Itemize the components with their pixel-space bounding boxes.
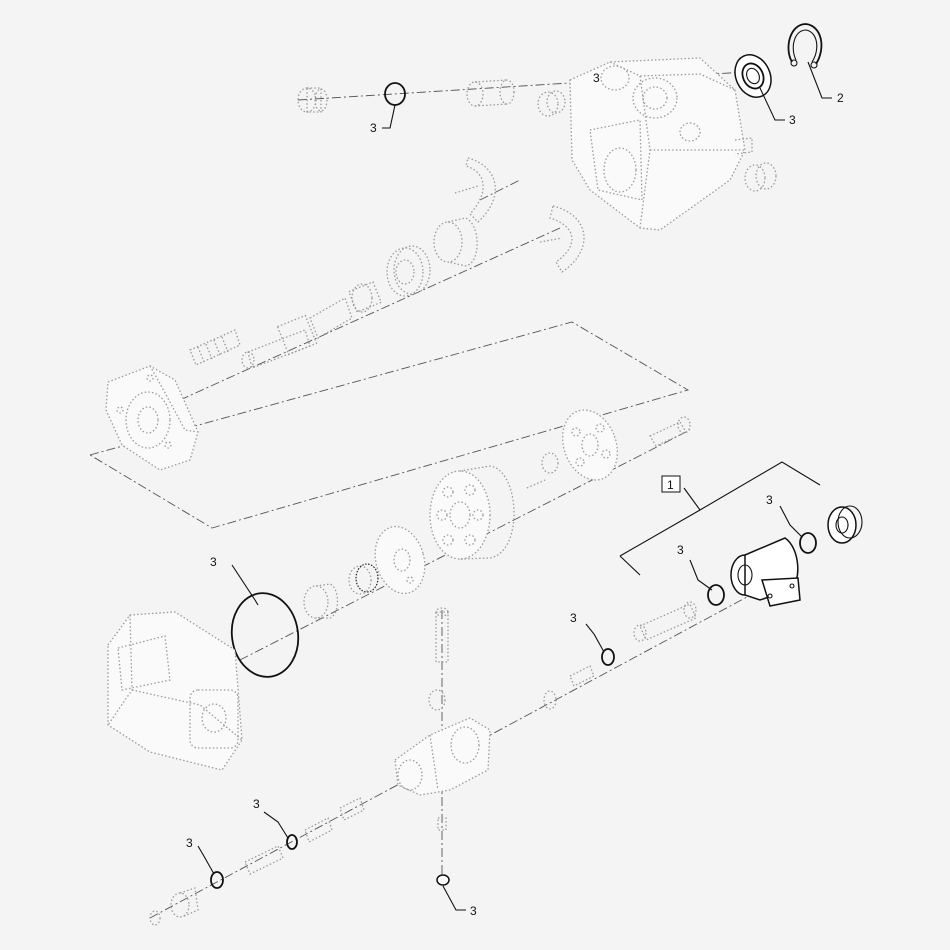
small-washer-middle [541, 452, 559, 474]
small-fitting-top-left [297, 87, 328, 113]
bolt-middle [649, 416, 691, 447]
front-flange-cover [105, 365, 199, 471]
callout-labels: 3 3 2 1 3 3 3 3 3 3 3 3 [186, 71, 844, 918]
callout-leaders [197, 61, 832, 911]
roller-bearing [386, 245, 431, 297]
callout-label: 3 [593, 71, 600, 85]
bushing-middle [303, 583, 339, 619]
valve-plate-disc [561, 409, 619, 481]
cylinder-block [429, 465, 515, 560]
callout-label: 3 [470, 904, 477, 918]
control-valve-body [394, 717, 491, 796]
callout-label: 3 [370, 121, 377, 135]
fitting-lower [244, 845, 284, 875]
valve-body-solenoid [730, 537, 801, 607]
callout-label: 3 [210, 555, 217, 569]
shaft-seal [734, 54, 772, 98]
small-gear-top [537, 90, 566, 117]
o-ring-bottom [436, 874, 450, 886]
rear-housing-block [107, 611, 243, 771]
callout-label: 3 [766, 493, 773, 507]
middle-parts-group [107, 409, 691, 771]
upper-parts-group [105, 23, 823, 471]
bearing-race [433, 217, 478, 267]
callout-box-1 [661, 475, 681, 493]
plug-lower [304, 797, 365, 843]
valve-spool [633, 601, 697, 642]
coil-spring-upper [189, 329, 241, 366]
bearing-shell-upper [454, 157, 496, 223]
cap-nut-lower [149, 887, 199, 926]
small-pin-lower [437, 817, 447, 831]
swash-plate [374, 525, 426, 595]
o-ring-valve-left [707, 584, 725, 606]
bearing-shell-lower [539, 205, 585, 273]
small-gear-lower [428, 689, 557, 711]
valve-nut [827, 505, 863, 544]
callout-label: 3 [677, 543, 684, 557]
o-ring-valve-right [799, 532, 817, 554]
pin-middle [526, 479, 546, 489]
vertical-bolt [435, 607, 449, 663]
callout-label: 3 [789, 113, 796, 127]
valve-assembly-group [619, 461, 863, 642]
callout-label: 3 [186, 836, 193, 850]
sleeve-part [466, 79, 515, 107]
snap-ring [787, 23, 823, 69]
spring-lower [569, 665, 595, 687]
lower-parts-group [149, 607, 615, 926]
o-ring-lower-mid [286, 834, 298, 850]
large-o-ring [230, 592, 300, 678]
splined-drive-shaft [241, 281, 383, 369]
callout-label: 1 [667, 478, 674, 492]
o-ring-lower-left [210, 871, 224, 889]
callout-label: 3 [570, 611, 577, 625]
gear-housing-right [744, 162, 777, 192]
callout-label: 3 [253, 797, 260, 811]
callout-label: 2 [837, 91, 844, 105]
pump-housing-top [569, 57, 753, 231]
gear-middle [348, 563, 379, 595]
o-ring-lower-right [601, 648, 615, 666]
